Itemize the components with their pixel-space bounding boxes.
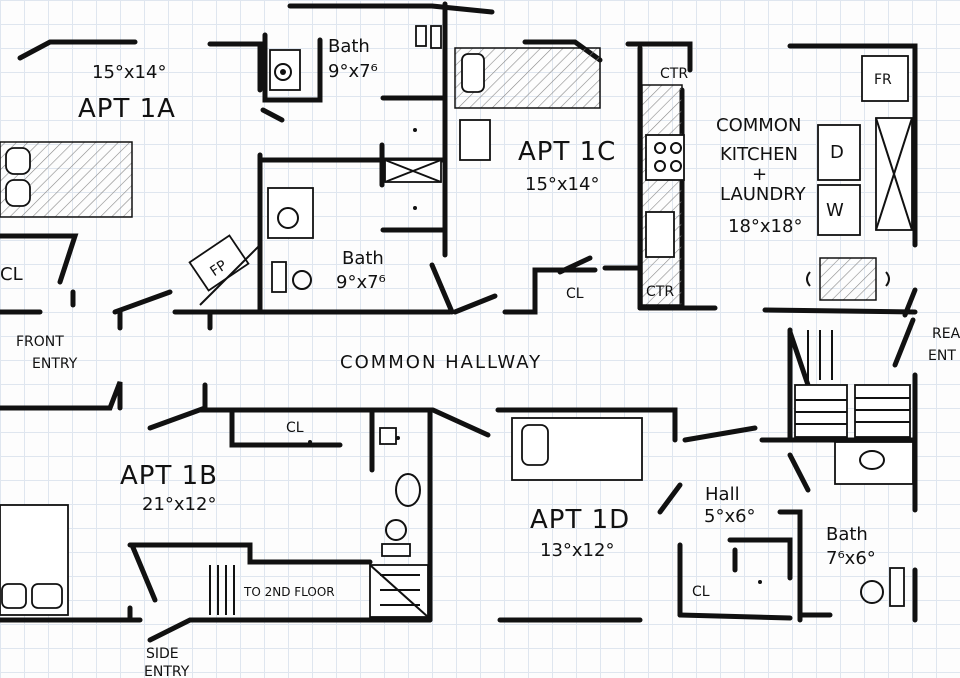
ctr-top-label: CTR	[660, 66, 688, 82]
fireplace-1a	[188, 234, 261, 306]
hall-size: 5°x6°	[704, 506, 756, 527]
apt-1c-size: 15°x14°	[525, 174, 599, 195]
stair-to-2nd-floor	[209, 564, 429, 618]
apt-1b-size: 21°x12°	[142, 494, 216, 515]
bath-2-name: Bath	[342, 248, 384, 269]
side-entry-line2: ENTRY	[144, 664, 190, 678]
bath-1-name: Bath	[328, 36, 370, 57]
apt-1a-size: 15°x14°	[92, 62, 166, 83]
room-labels: 15°x14° APT 1A Bath 9°x7⁶ APT 1C 15°x14°…	[0, 36, 960, 678]
front-entry-line1: FRONT	[16, 334, 64, 350]
apt-1d-size: 13°x12°	[540, 540, 614, 561]
common-hallway-label: COMMON HALLWAY	[340, 352, 542, 373]
front-entry-line2: ENTRY	[32, 356, 78, 372]
apt-1c-name: APT 1C	[518, 137, 616, 167]
walls	[0, 1, 918, 643]
bath-3-size: 7⁶x6°	[826, 548, 876, 569]
apt-1b-name: APT 1B	[120, 461, 218, 491]
kitchen-line3: +	[752, 164, 767, 185]
fridge-label: FR	[874, 72, 892, 88]
dryer	[817, 124, 861, 181]
dryer-label: D	[830, 142, 844, 163]
to-2nd-floor-label: TO 2ND FLOOR	[243, 585, 335, 599]
apt-1a-name: APT 1A	[78, 94, 176, 124]
apt-1d-name: APT 1D	[530, 505, 630, 535]
bath-3-name: Bath	[826, 524, 868, 545]
cl-1a-label: CL	[0, 264, 23, 285]
hall-name: Hall	[705, 484, 740, 505]
fireplace-label: FP	[207, 257, 230, 279]
rear-entry-line1: REA	[932, 326, 960, 342]
side-entry-line1: SIDE	[146, 646, 179, 662]
kitchen-line1: COMMON	[716, 115, 801, 136]
bath-2-size: 9°x7⁶	[336, 272, 386, 293]
kitchen-line2: KITCHEN	[720, 144, 798, 165]
ctr-bottom-label: CTR	[646, 284, 674, 300]
fridge	[861, 55, 909, 102]
fixtures	[0, 25, 914, 618]
cl-1d-label: CL	[692, 584, 710, 600]
cl-1c-label: CL	[566, 286, 584, 302]
kitchen-line4: LAUNDRY	[720, 184, 807, 205]
cl-1b-label: CL	[286, 420, 304, 436]
washer	[817, 184, 861, 236]
bath-1-size: 9°x7⁶	[328, 61, 378, 82]
washer-label: W	[826, 200, 844, 221]
rear-entry-line2: ENT	[928, 348, 956, 364]
kitchen-size: 18°x18°	[728, 216, 802, 237]
